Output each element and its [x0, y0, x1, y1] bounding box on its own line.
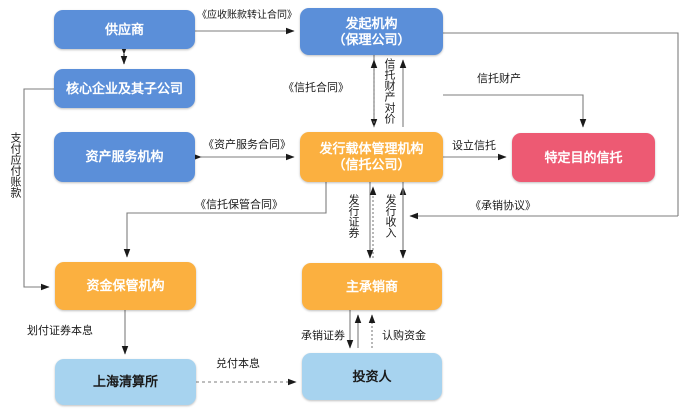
node-originator-label: 发起机构 [345, 15, 398, 31]
node-spv-manager-sublabel: （信托公司） [332, 157, 411, 172]
edge-label-underwrite-securities: 承销证券 [301, 330, 345, 342]
edge-label-redeem-principal-interest: 兑付本息 [216, 358, 260, 370]
edge-label-issue-income: 发行收入 [384, 194, 396, 238]
edge-label-pay-securities-principal: 划付证券本息 [27, 325, 93, 337]
node-investor-label: 投资人 [352, 368, 392, 384]
node-fund-custodian[interactable]: 资金保管机构 [55, 262, 196, 310]
node-special-purpose-trust[interactable]: 特定目的信托 [512, 133, 655, 182]
node-asset-service[interactable]: 资产服务机构 [54, 132, 195, 182]
edge-label-subscription-funds: 认购资金 [382, 330, 426, 342]
edge-label-trust-custody-contract: 《信托保管合同》 [195, 199, 283, 211]
edge-core-custodian [23, 88, 54, 291]
node-spv-manager-label: 发行载体管理机构 [319, 141, 424, 157]
node-supplier[interactable]: 供应商 [54, 10, 195, 49]
node-lead-underwriter[interactable]: 主承销商 [302, 263, 442, 310]
edge-label-underwriting-agreement: 《承销协议》 [470, 200, 536, 212]
node-supplier-label: 供应商 [104, 21, 144, 37]
node-spv-manager[interactable]: 发行载体管理机构 （信托公司） [300, 132, 443, 182]
node-core-enterprise[interactable]: 核心企业及其子公司 [54, 69, 195, 108]
edge-label-receivable-transfer: 《应收账款转让合同》 [197, 10, 297, 21]
edge-label-issue-securities: 发行证券 [347, 194, 359, 238]
node-investor[interactable]: 投资人 [302, 353, 442, 400]
node-special-purpose-trust-label: 特定目的信托 [544, 149, 623, 165]
edge-label-trust-contract: 《信托合同》 [283, 82, 349, 94]
node-originator[interactable]: 发起机构 （保理公司） [300, 8, 443, 55]
node-asset-service-label: 资产服务机构 [85, 149, 164, 165]
node-shanghai-clearing-house[interactable]: 上海清算所 [55, 359, 196, 405]
node-core-enterprise-label: 核心企业及其子公司 [65, 80, 183, 96]
edge-label-pay-payables: 支付应付账款 [9, 132, 21, 198]
node-shanghai-clearing-house-label: 上海清算所 [92, 374, 158, 390]
edge-spv-custodian [123, 182, 327, 258]
edge-originator-spt [443, 94, 587, 128]
edge-right-rail [443, 32, 679, 216]
edge-label-asset-service-contract: 《资产服务合同》 [203, 139, 291, 151]
node-originator-sublabel: （保理公司） [332, 31, 411, 47]
edge-label-establish-trust: 设立信托 [452, 140, 496, 152]
node-lead-underwriter-label: 主承销商 [345, 278, 398, 294]
edge-label-trust-property-consideration: 信托财产对价 [383, 58, 395, 124]
node-fund-custodian-label: 资金保管机构 [86, 278, 165, 294]
edge-label-trust-property: 信托财产 [477, 73, 521, 85]
